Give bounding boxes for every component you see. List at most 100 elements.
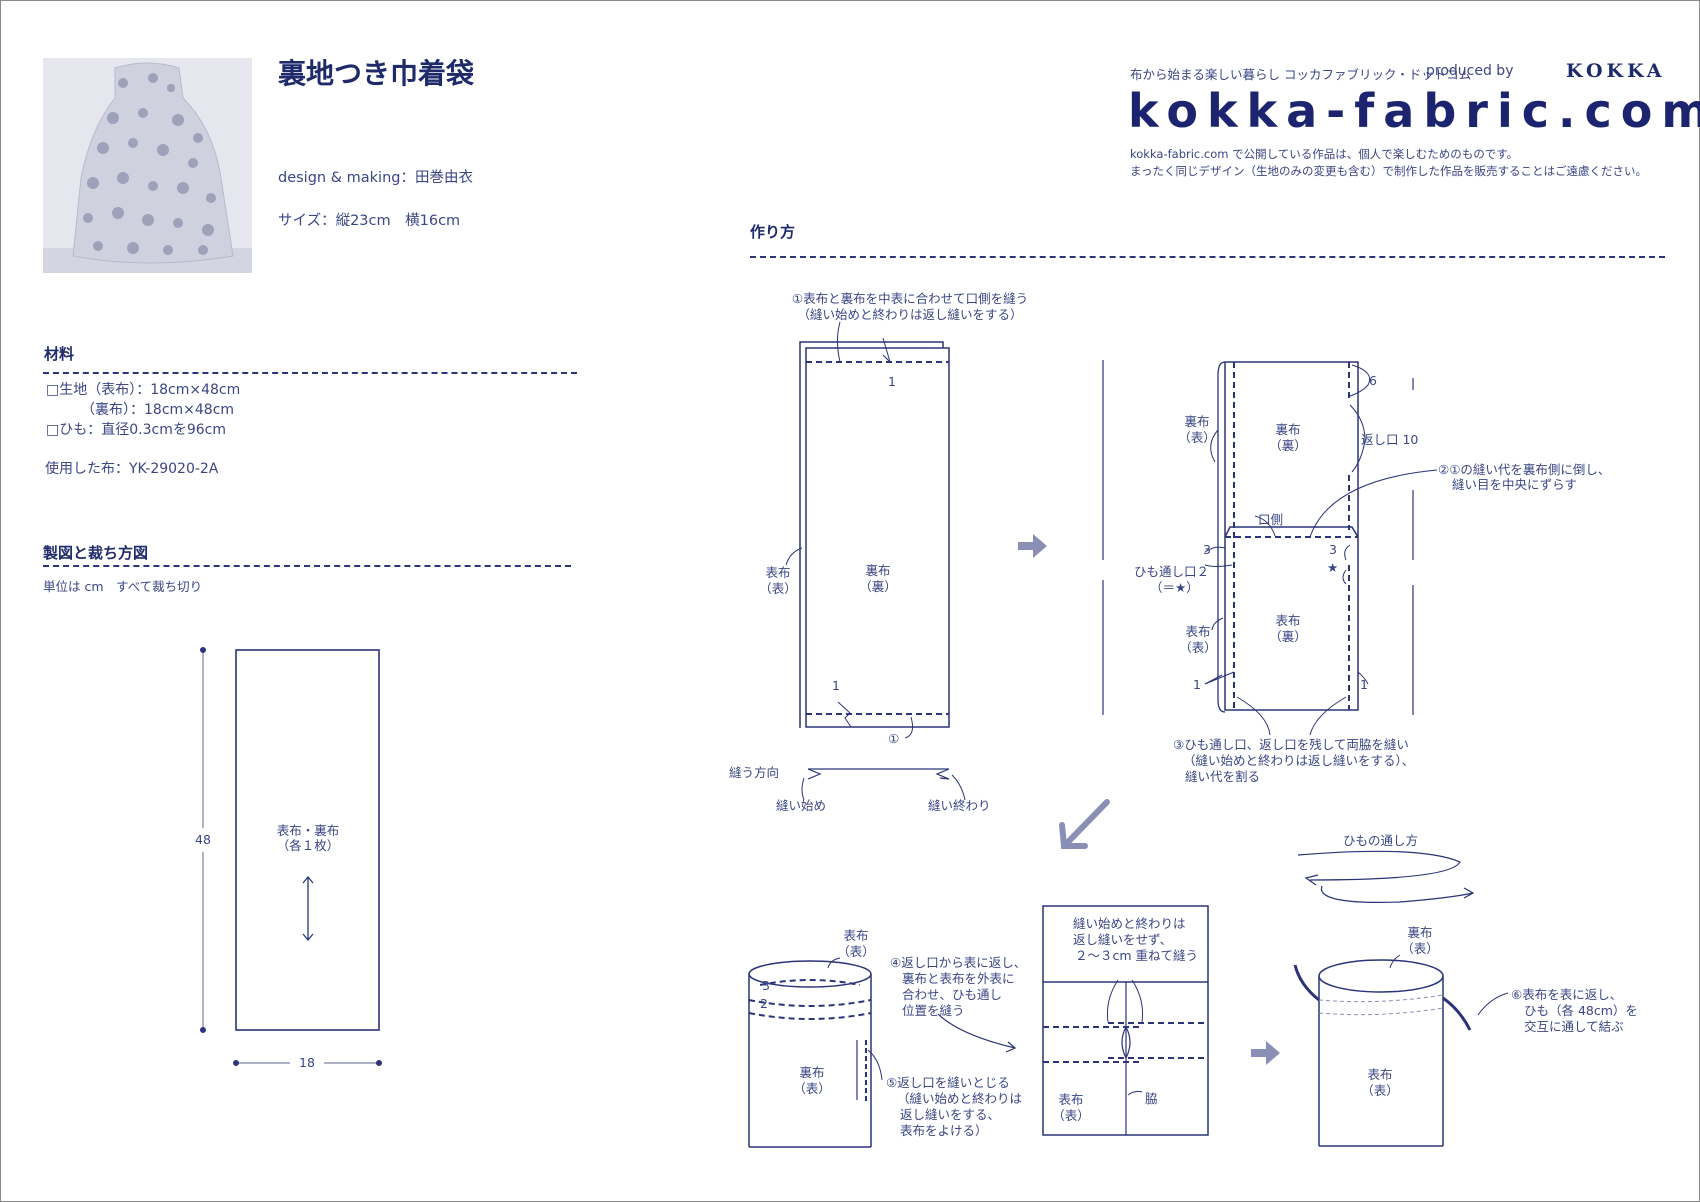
step4-instruction-2: 裏布と表布を外表に <box>902 971 1015 986</box>
step3-note-2: 縫い代を割る <box>1185 769 1261 784</box>
dimension-dot <box>200 647 206 653</box>
step3-note: （縫い始めと終わりは返し縫いをする）、 <box>1183 753 1415 768</box>
page-title: 裏地つき巾着袋 <box>278 57 475 90</box>
step4-lining-label: 裏布 <box>799 1065 825 1080</box>
outer-fabric-label: 表布 <box>765 565 791 580</box>
dimension-dot <box>376 1060 382 1066</box>
pattern-heading: 製図と裁ち方図 <box>43 544 149 562</box>
step5-instruction-1: ⑤返し口を縫いとじる <box>886 1075 1010 1090</box>
cord-opening-label: ひも通し口２ <box>1134 564 1210 579</box>
piece-label: 表布・裏布 <box>276 823 340 838</box>
usage-notice-2: まったく同じデザイン（生地のみの変更も含む）で制作した作品を販売することはご遠慮… <box>1130 164 1648 178</box>
step6-outer-side: （表） <box>1361 1083 1399 1098</box>
designer-credit: design & making：田巻由衣 <box>278 170 473 186</box>
sewing-start-label: 縫い始め <box>776 798 827 813</box>
brand-tagline: 布から始まる楽しい暮らし コッカファブリック・ドットコム <box>1130 67 1472 82</box>
next-step-arrow-right <box>1018 534 1047 558</box>
cord-method-title: ひもの通し方 <box>1343 833 1419 848</box>
material-item: □生地（表布）：18cm×48cm <box>46 382 241 398</box>
cord-casing-seam <box>748 999 872 1007</box>
top-margin-6: 6 <box>1369 373 1377 388</box>
next-step-arrow-diagonal <box>1065 799 1110 845</box>
step6-lining-side: （表） <box>1401 941 1439 956</box>
step5-instruction-2: （縫い始めと終わりは <box>897 1091 1023 1106</box>
instructions-divider <box>750 256 1665 258</box>
left-margin-3: 3 <box>1203 542 1211 557</box>
outer-face-side: （表） <box>1179 640 1217 655</box>
opening-side-label: 口側 <box>1258 512 1284 527</box>
height-dimension: 48 <box>195 832 211 847</box>
piece-count: （各１枚） <box>276 838 340 853</box>
cord-path-top <box>1297 850 1461 881</box>
cord-end-right <box>1442 996 1472 1031</box>
material-item: （裏布）：18cm×48cm <box>46 402 235 418</box>
sewing-direction-label: 縫う方向 <box>729 765 780 780</box>
detail-note-3: ２～３cm 重ねて縫う <box>1075 948 1199 963</box>
step6-instruction-2: ひも（各 48cm）を <box>1524 1003 1638 1018</box>
lining-label: 裏布 <box>865 563 891 578</box>
step4-lining-side: （表） <box>793 1081 831 1096</box>
drawstring-bag-image <box>43 58 252 273</box>
outer-back-side: （裏） <box>1269 629 1307 644</box>
cut-piece-rect <box>235 649 380 1031</box>
site-logo[interactable]: kokka-fabric.com <box>1128 84 1700 138</box>
step4-instruction-3: 合わせ、ひも通し <box>902 987 1003 1002</box>
right-allowance-1: 1 <box>1360 677 1368 692</box>
detail-outer-label: 表布 <box>1058 1092 1084 1107</box>
outer-fabric-edge <box>799 341 944 728</box>
usage-notice-1: kokka-fabric.com で公開している作品は、個人で楽しむためのもので… <box>1130 147 1519 161</box>
casing-width-2: 2 <box>760 996 768 1011</box>
instructions-heading: 作り方 <box>750 223 796 241</box>
finished-size: サイズ：縦23cm 横16cm <box>278 213 461 229</box>
lining-fabric-rect <box>805 347 950 728</box>
step5-instruction-4: 表布をよける） <box>900 1123 988 1138</box>
step1-instruction: ①表布と裏布を中表に合わせて口側を縫う <box>791 291 1029 306</box>
lining-face-side: （表） <box>1178 430 1216 445</box>
units-note: 単位は cm すべて裁ち切り <box>43 579 203 594</box>
next-step-arrow-right-2 <box>1251 1041 1280 1065</box>
materials-divider <box>43 372 577 374</box>
fabric-used: 使用した布：YK-29020-2A <box>45 461 219 477</box>
dimension-dot <box>200 1027 206 1033</box>
cord-path-bottom <box>1320 885 1474 903</box>
detail-note-1: 縫い始めと終わりは <box>1073 916 1186 931</box>
step6-outer-label: 表布 <box>1367 1067 1393 1082</box>
seam-allowance-top: 1 <box>888 374 896 389</box>
step3-instruction: ③ひも通し口、返し口を残して両脇を縫い <box>1173 737 1409 752</box>
step2-instruction: ②①の縫い代を裏布側に倒し、 <box>1438 462 1611 477</box>
step1-marker: ① <box>888 731 900 746</box>
step4-instruction-1: ④返し口から表に返し、 <box>890 955 1027 970</box>
width-dimension: 18 <box>299 1055 315 1070</box>
cord-end-left <box>1293 964 1320 1002</box>
side-seam-label: 脇 <box>1145 1091 1158 1106</box>
cord-opening-equals: （＝★） <box>1150 580 1199 595</box>
step6-lining-label: 裏布 <box>1407 925 1433 940</box>
right-margin-3: 3 <box>1329 542 1337 557</box>
dimension-dot <box>233 1060 239 1066</box>
outer-back-label: 表布 <box>1275 613 1301 628</box>
kokka-brand: KOKKA <box>1566 60 1666 82</box>
outer-fabric-side: （表） <box>759 581 797 596</box>
lining-side: （裏） <box>859 579 897 594</box>
seam-allowance-bottom: 1 <box>832 678 840 693</box>
materials-heading: 材料 <box>44 345 75 363</box>
step6-instruction-3: 交互に通して結ぶ <box>1524 1019 1624 1034</box>
lining-back-label: 裏布 <box>1275 422 1301 437</box>
product-photo <box>43 58 252 273</box>
step4-outer-label: 表布 <box>843 928 869 943</box>
return-opening-label: 返し口 10 <box>1361 432 1419 447</box>
step5-instruction-3: 返し縫いをする、 <box>900 1107 1001 1122</box>
step2-note: 縫い目を中央にずらす <box>1452 477 1577 492</box>
step1-note: （縫い始めと終わりは返し縫いをする） <box>797 307 1023 322</box>
casing-width-3: 3 <box>762 978 770 993</box>
step6-instruction-1: ⑥表布を表に返し、 <box>1511 987 1623 1002</box>
produced-by: produced by <box>1426 63 1514 79</box>
pattern-divider <box>43 565 571 567</box>
lining-face-label: 裏布 <box>1184 414 1210 429</box>
step4-outer-side: （表） <box>837 944 875 959</box>
lining-back-side: （裏） <box>1269 438 1307 453</box>
detail-outer-side: （表） <box>1052 1108 1090 1123</box>
sewing-end-label: 縫い終わり <box>928 798 991 813</box>
material-item: □ひも：直径0.3cmを96cm <box>46 422 226 438</box>
